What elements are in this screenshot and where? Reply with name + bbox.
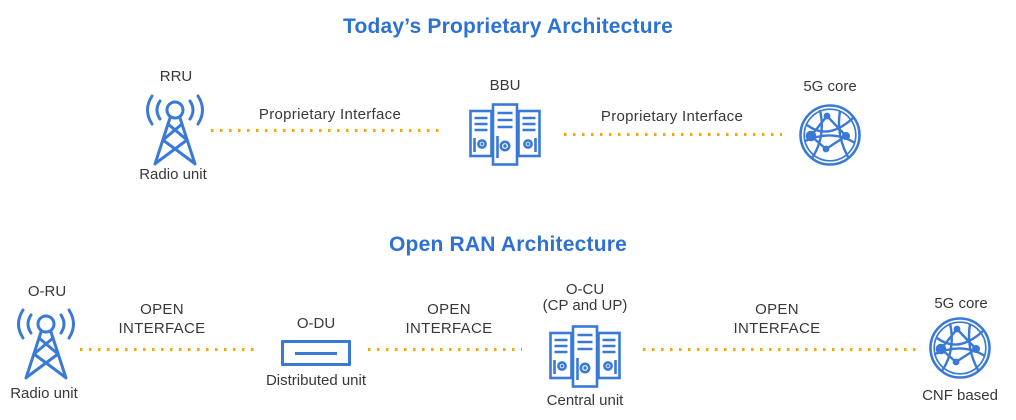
oru-name-label: Radio unit xyxy=(10,385,78,402)
proprietary-interface-label-2: Proprietary Interface xyxy=(600,108,744,125)
proprietary-interface-label-1: Proprietary Interface xyxy=(258,106,402,123)
dotted-link-line-1 xyxy=(211,129,441,132)
distributed-unit-bar xyxy=(295,351,337,355)
server-rack-icon xyxy=(549,325,621,388)
bottom-section-title: Open RAN Architecture xyxy=(389,233,627,256)
dotted-link-line-5 xyxy=(643,348,917,351)
open-interface-label-3: OPEN INTERFACE xyxy=(733,301,821,337)
open-interface-label-2: OPEN INTERFACE xyxy=(405,301,493,337)
dotted-link-line-4 xyxy=(368,348,522,351)
ocu-sub-label: (CP and UP) xyxy=(542,297,628,314)
core-bottom-code-label: 5G core xyxy=(934,295,988,312)
distributed-unit-box-icon xyxy=(281,340,351,366)
server-rack-icon xyxy=(469,103,541,166)
bbu-code-label: BBU xyxy=(489,77,521,94)
core-bottom-name-label: CNF based xyxy=(922,387,998,404)
open-interface-label-1: OPEN INTERFACE xyxy=(118,301,206,337)
radio-tower-icon xyxy=(146,94,204,166)
dotted-link-line-3 xyxy=(80,348,258,351)
network-globe-icon xyxy=(929,317,991,379)
ocu-name-label: Central unit xyxy=(546,392,624,409)
top-section-title: Today’s Proprietary Architecture xyxy=(342,15,674,38)
oru-code-label: O-RU xyxy=(27,283,67,300)
network-globe-icon xyxy=(799,104,861,166)
dotted-link-line-2 xyxy=(564,133,782,136)
rru-name-label: Radio unit xyxy=(139,166,207,183)
radio-tower-icon xyxy=(17,308,75,380)
rru-code-label: RRU xyxy=(159,68,193,85)
core-top-code-label: 5G core xyxy=(803,78,857,95)
ocu-code-label: O-CU xyxy=(565,281,605,298)
odu-name-label: Distributed unit xyxy=(265,372,367,389)
odu-code-label: O-DU xyxy=(296,315,336,332)
